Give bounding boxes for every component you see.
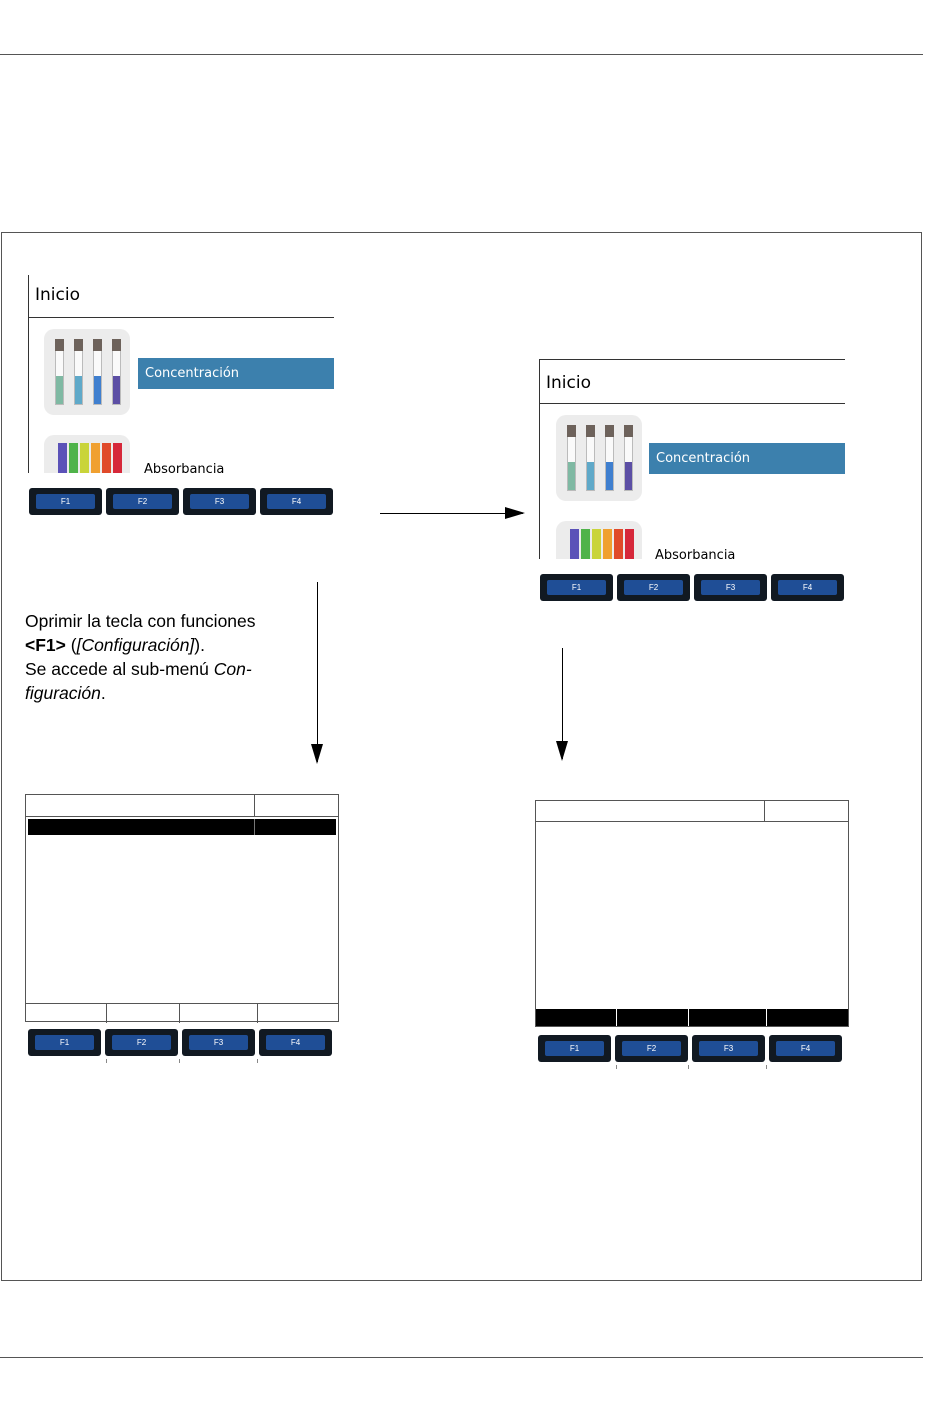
selected-row[interactable] [28,819,336,835]
f2-key[interactable]: F2 [105,1029,178,1056]
f4-key[interactable]: F4 [769,1035,842,1062]
f2-key[interactable]: F2 [617,574,690,601]
f3-key[interactable]: F3 [183,488,256,515]
absorbance-icon [556,521,642,559]
f4-key[interactable]: F4 [771,574,844,601]
f3-key[interactable]: F3 [692,1035,765,1062]
screen-title: Inicio [35,285,80,305]
menu-item-absorbance[interactable]: Absorbancia [144,462,224,473]
config-screen-right [535,800,849,1027]
config-screen-left [25,794,339,1022]
concentration-icon [44,329,130,415]
f1-key[interactable]: F1 [540,574,613,601]
arrow-down-left [317,582,318,762]
f1-key[interactable]: F1 [28,1029,101,1056]
f1-key[interactable]: F1 [29,488,102,515]
absorbance-icon [44,435,130,473]
menu-item-absorbance[interactable]: Absorbancia [655,548,735,559]
menu-item-concentration[interactable]: Concentración [649,443,845,474]
f3-key[interactable]: F3 [694,574,767,601]
f2-key[interactable]: F2 [615,1035,688,1062]
bottom-rule [0,1357,923,1358]
softkey-bar [536,1009,848,1026]
arrow-down-right [562,648,563,759]
top-rule [0,54,923,55]
screen-home-right: Inicio Concentración Absorbancia [539,359,845,559]
concentration-icon [556,415,642,501]
f4-key[interactable]: F4 [260,488,333,515]
screen-title: Inicio [546,373,591,393]
f2-key[interactable]: F2 [106,488,179,515]
arrow-right [380,513,523,514]
f3-key[interactable]: F3 [182,1029,255,1056]
f4-key[interactable]: F4 [259,1029,332,1056]
screen-home-left: Inicio Concentración Absorbancia [28,275,334,473]
menu-item-concentration[interactable]: Concentración [138,358,334,389]
instruction-text: Oprimir la tecla con funciones <F1> ([Co… [25,609,305,705]
f1-key[interactable]: F1 [538,1035,611,1062]
